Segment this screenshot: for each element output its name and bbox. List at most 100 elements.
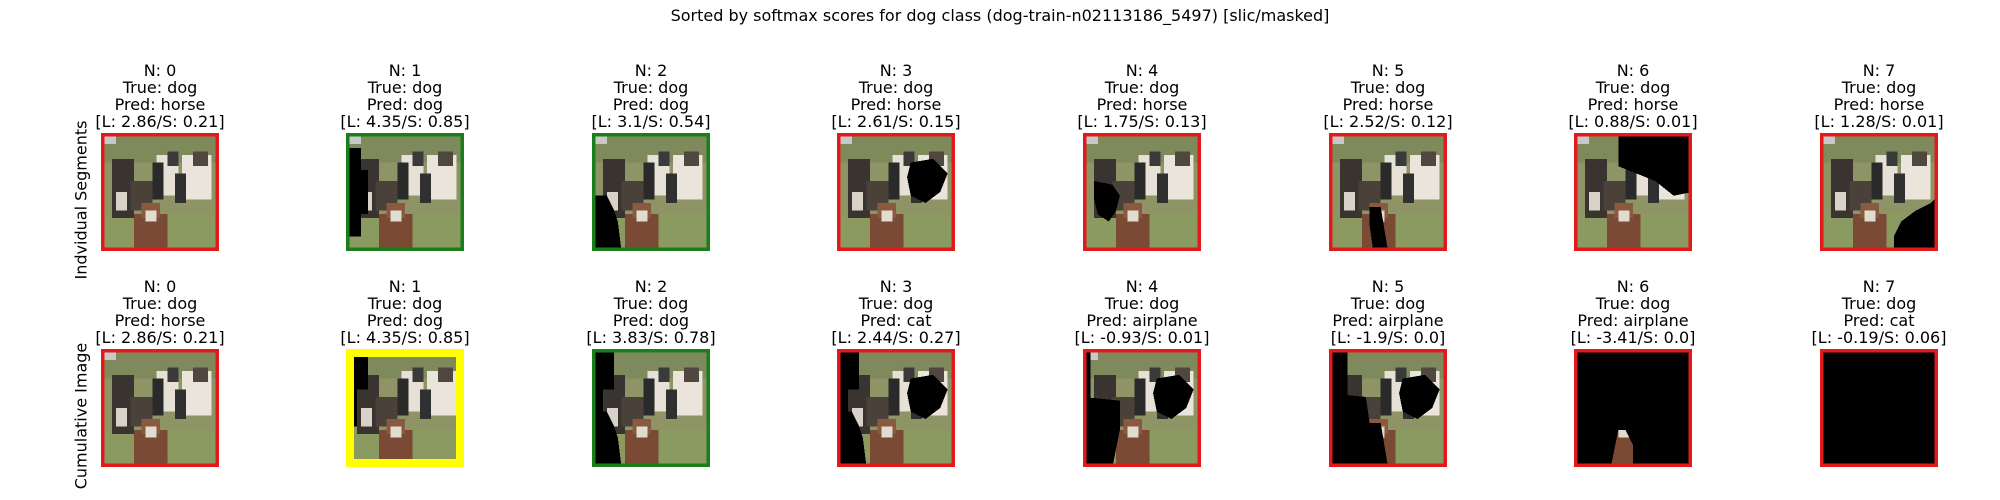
panel-border [1574, 133, 1692, 251]
panel-true-label: True: dog [122, 78, 198, 97]
panel-image [592, 349, 710, 467]
panel-pred-label: Pred: horse [1096, 95, 1188, 114]
panel-border [592, 349, 710, 467]
panel-image [1083, 133, 1201, 251]
panel-image [1574, 133, 1692, 251]
panel-border [1820, 349, 1938, 467]
panel-index-label: N: 5 [1371, 277, 1405, 296]
panel-true-label: True: dog [613, 78, 689, 97]
photo-segment [101, 349, 219, 467]
panel-pred-label: Pred: horse [114, 311, 206, 330]
panel-score-label: [L: 1.28/S: 0.01] [1814, 112, 1944, 131]
mask-region [592, 411, 622, 467]
panel-pred-label: Pred: airplane [1332, 311, 1444, 330]
panel-index-label: N: 1 [388, 277, 422, 296]
panel-pred-label: Pred: cat [860, 311, 932, 330]
panel-image [346, 349, 464, 467]
panel-index-label: N: 1 [388, 61, 422, 80]
panel-index-label: N: 7 [1862, 61, 1896, 80]
panel-pred-label: Pred: dog [612, 95, 690, 114]
panel-score-label: [L: -3.41/S: 0.0] [1570, 328, 1696, 347]
panel-border [346, 349, 464, 467]
mask-region [592, 349, 615, 427]
panel-score-label: [L: 2.44/S: 0.27] [831, 328, 961, 347]
panel-image [101, 133, 219, 251]
panel-true-label: True: dog [367, 294, 443, 313]
panel-border [1820, 133, 1938, 251]
panel-image [592, 133, 710, 251]
panel-index-label: N: 0 [143, 277, 177, 296]
mask-region [1329, 393, 1388, 467]
panel-score-label: [L: 4.35/S: 0.85] [340, 328, 470, 347]
panel-pred-label: Pred: horse [850, 95, 942, 114]
panel-index-label: N: 3 [879, 277, 913, 296]
panel-true-label: True: dog [1595, 294, 1671, 313]
panel-pred-label: Pred: horse [1587, 95, 1679, 114]
panel-score-label: [L: -0.93/S: 0.01] [1074, 328, 1210, 347]
panel-score-label: [L: 3.83/S: 0.78] [586, 328, 716, 347]
panel-pred-label: Pred: airplane [1577, 311, 1689, 330]
mask-region [346, 147, 369, 237]
panel-border [1574, 349, 1692, 467]
photo-segment [592, 133, 710, 251]
panel-index-label: N: 4 [1125, 277, 1159, 296]
panel-index-label: N: 7 [1862, 277, 1896, 296]
panel-index-label: N: 4 [1125, 61, 1159, 80]
panel-pred-label: Pred: dog [366, 95, 444, 114]
photo-segment [101, 133, 219, 251]
panel-pred-label: Pred: dog [366, 311, 444, 330]
panel-pred-label: Pred: dog [612, 311, 690, 330]
panel-border [837, 349, 955, 467]
panel-image [1083, 349, 1201, 467]
panel-image [1820, 349, 1938, 467]
panel-true-label: True: dog [1104, 78, 1180, 97]
panel-true-label: True: dog [858, 78, 934, 97]
panel-image [1820, 133, 1938, 251]
panel-index-label: N: 0 [143, 61, 177, 80]
panel-true-label: True: dog [1350, 78, 1426, 97]
panel-border [1083, 349, 1201, 467]
panel-score-label: [L: 3.1/S: 0.54] [591, 112, 711, 131]
panel-image [346, 133, 464, 251]
panel-score-label: [L: 2.86/S: 0.21] [95, 112, 225, 131]
panel-image [837, 349, 955, 467]
panel-border [1083, 133, 1201, 251]
mask-region [1820, 349, 1938, 467]
panel-score-label: [L: 2.86/S: 0.21] [95, 328, 225, 347]
panel-border [101, 349, 219, 467]
panel-index-label: N: 3 [879, 61, 913, 80]
mask-region [907, 374, 948, 420]
mask-region [1094, 180, 1120, 222]
mask-region [1399, 374, 1440, 420]
panel-border [592, 133, 710, 251]
panel-true-label: True: dog [1350, 294, 1426, 313]
panel-index-label: N: 2 [634, 277, 668, 296]
panel-true-label: True: dog [1595, 78, 1671, 97]
panel-score-label: [L: 0.88/S: 0.01] [1568, 112, 1698, 131]
panel-image [1329, 349, 1447, 467]
mask-region [837, 411, 867, 467]
panel-image [1574, 349, 1692, 467]
mask-region [1153, 374, 1194, 420]
mask-region [907, 158, 948, 204]
figure-title: Sorted by softmax scores for dog class (… [670, 6, 1330, 25]
mask-region [1574, 349, 1692, 467]
